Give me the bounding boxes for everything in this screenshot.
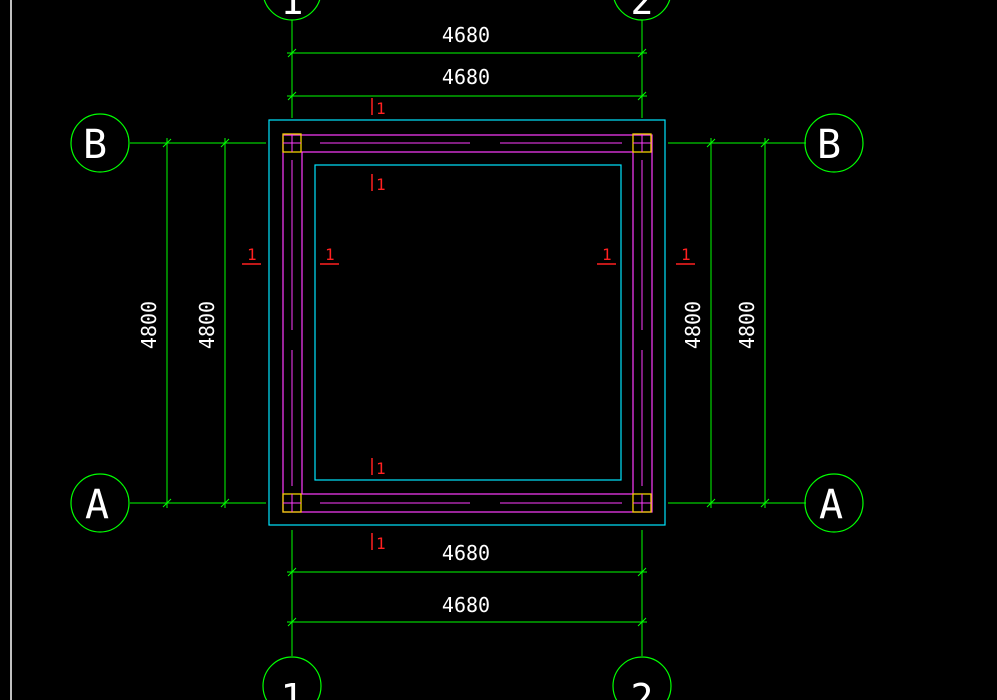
section-mark-top-outer: 1 [371,98,386,118]
column-b2 [632,133,652,153]
axis-bubble-top-1: 1 [263,0,321,23]
svg-text:1: 1 [281,676,304,700]
dimension-bottom-inner: 4680 [287,541,647,577]
svg-text:4800: 4800 [195,301,219,349]
dimension-top-outer: 4680 [287,23,647,58]
section-mark-top-inner: 1 [371,174,386,194]
dimension-right-inner: 4800 [681,138,716,508]
svg-text:4680: 4680 [442,593,490,617]
svg-text:1: 1 [281,0,304,23]
dimension-left-outer: 4800 [137,138,172,508]
svg-text:1: 1 [247,245,257,264]
svg-text:B: B [83,122,107,168]
axis-bubble-right-a: A [804,473,864,533]
svg-text:1: 1 [602,245,612,264]
outer-slab-outline [268,119,666,526]
svg-text:2: 2 [631,0,654,23]
svg-text:A: A [819,482,843,528]
dimension-bottom-outer: 4680 [287,593,647,627]
svg-text:1: 1 [376,534,386,553]
dimension-left-inner: 4800 [195,138,230,508]
section-mark-right-outer: 1 [676,245,695,265]
section-mark-left-outer: 1 [242,245,261,265]
column-b1 [282,133,302,153]
svg-text:A: A [85,482,109,528]
axis-bubble-left-b: B [70,113,130,173]
svg-text:4800: 4800 [681,301,705,349]
axis-bubble-bottom-1: 1 [262,656,322,700]
dimension-right-outer: 4800 [735,138,770,508]
svg-text:1: 1 [376,175,386,194]
beam-inner-line [301,151,634,495]
svg-text:4800: 4800 [137,301,161,349]
svg-text:1: 1 [681,245,691,264]
section-mark-bottom-outer: 1 [371,533,386,553]
svg-text:4680: 4680 [442,23,490,47]
svg-text:1: 1 [376,459,386,478]
svg-text:4680: 4680 [442,65,490,89]
axis-bubble-bottom-2: 2 [612,656,672,700]
column-a1 [282,493,302,513]
beam-centerlines [291,142,643,504]
svg-text:4680: 4680 [442,541,490,565]
svg-text:4800: 4800 [735,301,759,349]
axis-bubble-right-b: B [804,113,864,173]
beam-outer-line [282,134,653,513]
section-mark-bottom-inner: 1 [371,458,386,478]
section-mark-left-inner: 1 [320,245,339,265]
axis-bubble-left-a: A [70,473,130,533]
column-a2 [632,493,652,513]
svg-text:1: 1 [325,245,335,264]
section-mark-right-inner: 1 [597,245,616,265]
inner-opening-outline [314,164,622,481]
axis-bubble-top-2: 2 [613,0,671,23]
svg-text:1: 1 [376,99,386,118]
svg-text:2: 2 [631,676,654,700]
dimension-top-inner: 4680 [287,65,647,101]
svg-text:B: B [817,122,841,168]
